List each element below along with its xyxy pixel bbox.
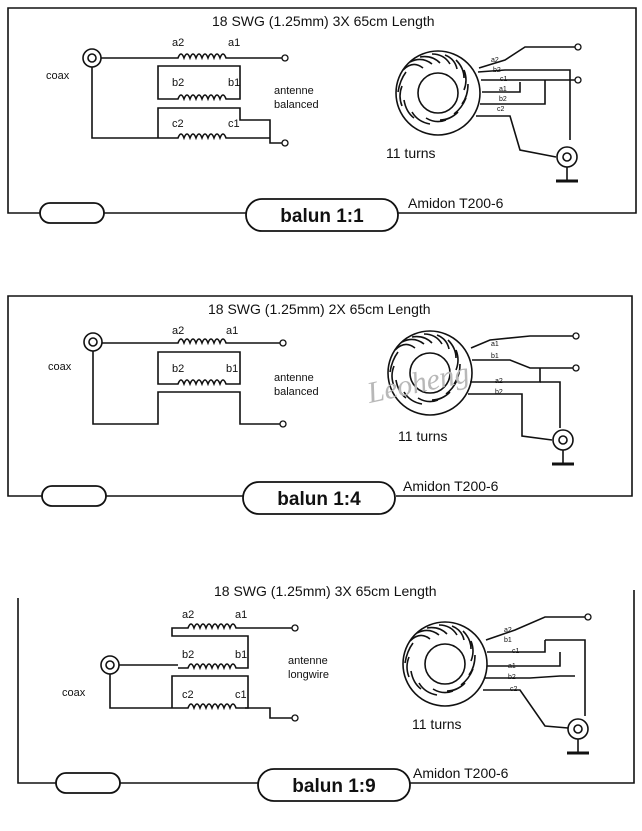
svg-text:a2: a2 bbox=[491, 57, 499, 64]
winding-a-left-label: a2 bbox=[172, 325, 184, 337]
winding-b-right-label: b1 bbox=[226, 363, 238, 375]
toroid-core bbox=[402, 621, 488, 707]
svg-text:b1: b1 bbox=[504, 637, 512, 644]
winding-a-right-label: a1 bbox=[226, 325, 238, 337]
antenna-terminal-2 bbox=[281, 139, 289, 147]
antenna-label-line1: antenne bbox=[274, 372, 314, 384]
output-coax-connector bbox=[556, 146, 578, 183]
winding-a-right-label: a1 bbox=[235, 609, 247, 621]
badge-box bbox=[242, 481, 396, 515]
turns-label: 11 turns bbox=[398, 428, 448, 444]
winding-b-right-label: b1 bbox=[235, 649, 247, 661]
output-terminal-2 bbox=[574, 76, 582, 84]
winding-a-coil bbox=[178, 623, 245, 631]
antenna-terminal-2 bbox=[279, 420, 287, 428]
output-terminal-1 bbox=[572, 332, 580, 340]
balun-ratio-badge: balun 1:4 bbox=[277, 489, 361, 510]
svg-text:a2: a2 bbox=[504, 627, 512, 634]
antenna-label-line2: balanced bbox=[274, 99, 319, 111]
toroid-tap-labels: a1 b1 a2 b2 bbox=[491, 341, 503, 396]
winding-c-left-label: c2 bbox=[172, 118, 184, 130]
coax-label: coax bbox=[62, 687, 86, 699]
winding-a-coil bbox=[168, 338, 235, 346]
winding-a-left-label: a2 bbox=[172, 37, 184, 49]
panel-frame bbox=[7, 295, 633, 497]
toroid-core bbox=[387, 330, 473, 416]
antenna-label-line1: antenne bbox=[274, 85, 314, 97]
output-coax-connector bbox=[552, 429, 574, 466]
winding-b-coil bbox=[168, 94, 235, 102]
coax-connector bbox=[100, 655, 120, 675]
ferrite-bead bbox=[41, 485, 107, 507]
panel-frame bbox=[17, 598, 258, 784]
winding-c-left-label: c2 bbox=[182, 689, 194, 701]
turns-label: 11 turns bbox=[412, 716, 462, 732]
svg-text:a1: a1 bbox=[499, 86, 507, 93]
ferrite-bead bbox=[39, 202, 105, 224]
balun-ratio-badge: balun 1:9 bbox=[292, 776, 375, 797]
ferrite-bead bbox=[55, 772, 121, 794]
panel-frame bbox=[7, 7, 637, 214]
svg-text:a1: a1 bbox=[491, 341, 499, 348]
antenna-terminal-1 bbox=[279, 339, 287, 347]
antenna-label-line1: antenne bbox=[288, 655, 328, 667]
panel-balun-1-1: 18 SWG (1.25mm) 3X 65cm Length coax a2 a… bbox=[7, 7, 637, 232]
toroid-core bbox=[395, 50, 481, 136]
svg-text:b1: b1 bbox=[491, 353, 499, 360]
panel-title: 18 SWG (1.25mm) 3X 65cm Length bbox=[212, 13, 435, 29]
antenna-label-line2: longwire bbox=[288, 669, 329, 681]
svg-text:b2: b2 bbox=[499, 96, 507, 103]
winding-b-left-label: b2 bbox=[182, 649, 194, 661]
winding-c-right-label: c1 bbox=[228, 118, 240, 130]
coax-connector bbox=[83, 332, 103, 352]
toroid-tap-labels: a2 b1 c1 a1 b2 c2 bbox=[504, 627, 520, 693]
coax-label: coax bbox=[48, 361, 72, 373]
winding-a-left-label: a2 bbox=[182, 609, 194, 621]
coax-label: coax bbox=[46, 70, 70, 82]
antenna-terminal-1 bbox=[291, 624, 299, 632]
turns-label: 11 turns bbox=[386, 145, 436, 161]
badge-box bbox=[245, 198, 399, 232]
panel-title: 18 SWG (1.25mm) 3X 65cm Length bbox=[214, 583, 437, 599]
antenna-label-line2: balanced bbox=[274, 386, 319, 398]
winding-b-left-label: b2 bbox=[172, 77, 184, 89]
output-coax-connector bbox=[567, 718, 589, 755]
balun-ratio-badge: balun 1:1 bbox=[280, 206, 364, 227]
winding-c-right-label: c1 bbox=[235, 689, 247, 701]
output-terminal-2 bbox=[572, 364, 580, 372]
winding-a-coil bbox=[168, 53, 235, 61]
core-label: Amidon T200-6 bbox=[403, 478, 499, 494]
winding-b-coil bbox=[178, 663, 245, 671]
svg-text:c2: c2 bbox=[497, 106, 505, 113]
badge-box bbox=[257, 768, 411, 802]
core-label: Amidon T200-6 bbox=[408, 195, 504, 211]
panel-balun-1-9: 18 SWG (1.25mm) 3X 65cm Length coax a2 a… bbox=[17, 583, 635, 802]
winding-b-left-label: b2 bbox=[172, 363, 184, 375]
svg-text:b2: b2 bbox=[495, 389, 503, 396]
panel-balun-1-4: 18 SWG (1.25mm) 2X 65cm Length coax a2 a… bbox=[7, 295, 633, 515]
output-terminal-1 bbox=[574, 43, 582, 51]
winding-c-coil bbox=[178, 703, 245, 711]
core-label: Amidon T200-6 bbox=[413, 765, 509, 781]
winding-b-coil bbox=[168, 379, 235, 387]
winding-a-right-label: a1 bbox=[228, 37, 240, 49]
panel-title: 18 SWG (1.25mm) 2X 65cm Length bbox=[208, 301, 431, 317]
winding-c-coil bbox=[168, 133, 235, 141]
coax-connector bbox=[82, 48, 102, 68]
antenna-terminal-1 bbox=[281, 54, 289, 62]
antenna-terminal-2 bbox=[291, 714, 299, 722]
output-terminal-1 bbox=[584, 613, 592, 621]
watermark: Leoheng bbox=[363, 356, 472, 410]
winding-b-right-label: b1 bbox=[228, 77, 240, 89]
